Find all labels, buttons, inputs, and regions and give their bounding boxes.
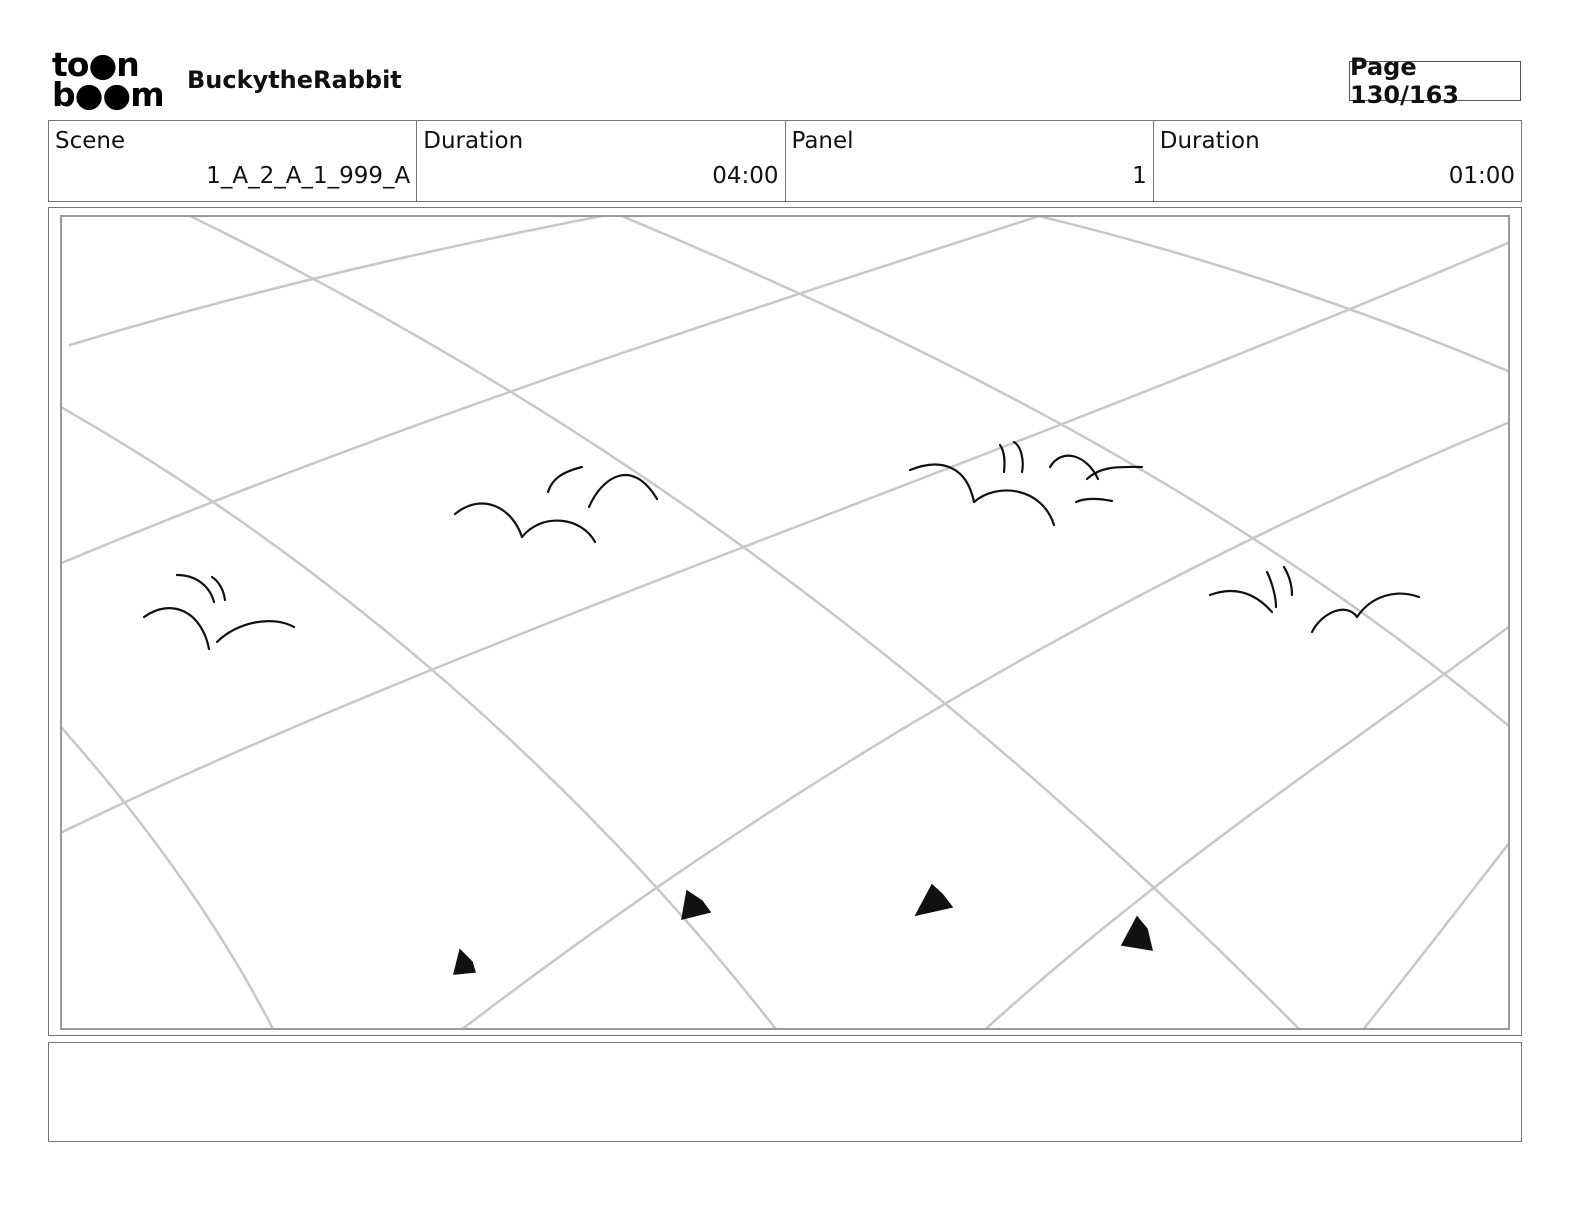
panel-label: Panel: [791, 128, 854, 154]
sketch-grass-field-icon: [62, 217, 1508, 1028]
scene-cell: Scene 1_A_2_A_1_999_A: [49, 121, 418, 201]
storyboard-panel-frame: [48, 207, 1522, 1036]
panel-cell: Panel 1: [786, 121, 1154, 201]
panel-notes-box[interactable]: [48, 1042, 1522, 1142]
storyboard-panel-image: [60, 215, 1510, 1030]
scene-value: 1_A_2_A_1_999_A: [206, 163, 411, 189]
page-indicator: Page 130/163: [1349, 53, 1521, 109]
scene-duration-cell: Duration 04:00: [417, 121, 786, 201]
project-title: BuckytheRabbit: [187, 66, 402, 94]
pebbles: [453, 883, 1153, 975]
scene-info-table: Scene 1_A_2_A_1_999_A Duration 04:00 Pan…: [48, 120, 1522, 202]
toonboom-logo-icon: to●n b●●m: [52, 45, 165, 114]
panel-duration-label: Duration: [1159, 128, 1260, 154]
panel-duration-value: 01:00: [1448, 163, 1515, 189]
panel-duration-cell: Duration 01:00: [1154, 121, 1521, 201]
perspective-grid: [62, 217, 1508, 1028]
logo-bottom-text: b●●m: [52, 75, 165, 114]
scene-duration-value: 04:00: [712, 163, 779, 189]
scene-label: Scene: [55, 128, 126, 154]
panel-value: 1: [1132, 163, 1147, 189]
scene-duration-label: Duration: [423, 128, 524, 154]
logo-top-text: to●n: [52, 45, 140, 84]
grass-tufts: [142, 440, 1421, 651]
